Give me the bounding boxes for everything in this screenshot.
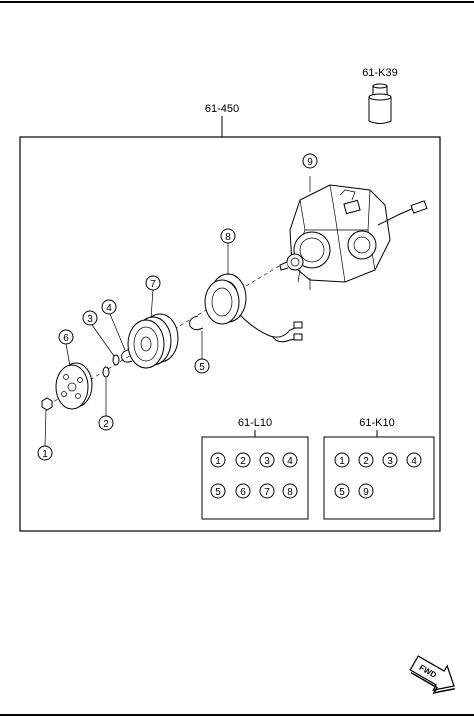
- kit-l10-items: 1 2 3 4 5 6 7 8: [210, 452, 298, 499]
- kit-l10-box: [201, 436, 309, 520]
- callout-4-leader: [109, 313, 126, 351]
- kit-k10-item: [358, 452, 374, 468]
- callout-2: [98, 415, 114, 431]
- kit-l10-item: [235, 483, 251, 499]
- callout-4-number: 4: [106, 303, 112, 314]
- kit-k10-item: [406, 452, 422, 468]
- kit-k10-items: 1 2 3 4 5 9: [334, 452, 422, 499]
- callout-9-number: 9: [307, 157, 313, 168]
- kit-k10-item: [382, 452, 398, 468]
- kit-l10-item: [282, 483, 298, 499]
- callout-7-number: 7: [150, 279, 156, 290]
- kit-k10-item: [334, 483, 350, 499]
- kit-k10-item: [358, 483, 374, 499]
- shim: [112, 354, 120, 366]
- kit-k10-item-number: 3: [387, 456, 393, 467]
- callout-3-leader: [91, 324, 115, 357]
- callout-4: [101, 299, 117, 315]
- callout-6-leader: [65, 343, 71, 367]
- kit-l10-item: [235, 452, 251, 468]
- kit-l10-item-number: 2: [240, 456, 246, 467]
- callout-8-number: 8: [225, 232, 231, 243]
- kit-l10-item-number: 1: [215, 456, 221, 467]
- callout-9: [302, 153, 318, 169]
- kit-k10-box: [323, 436, 435, 520]
- top-part-label: 61-K39: [362, 67, 397, 79]
- kit-l10-label: 61-L10: [238, 417, 272, 429]
- kit-k10-item-number: 5: [339, 487, 345, 498]
- kit-l10-item-number: 3: [264, 456, 270, 467]
- pulley: [127, 313, 179, 369]
- pressure-plate: [55, 362, 93, 410]
- kit-l10-item: [259, 452, 275, 468]
- kit-l10-item: [210, 483, 226, 499]
- callout-6: [58, 329, 74, 345]
- kit-l10-item: [282, 452, 298, 468]
- kit-l10-item-number: 6: [240, 487, 246, 498]
- snap-ring-large: [189, 315, 204, 331]
- callout-8: [220, 228, 236, 244]
- kit-k10-item-number: 1: [339, 456, 345, 467]
- callout-1: [37, 445, 53, 461]
- callout-7: [145, 275, 161, 291]
- kit-k10-label: 61-K10: [359, 417, 394, 429]
- clutch-coil: [204, 273, 303, 343]
- callout-3-number: 3: [87, 314, 93, 325]
- kit-l10-item-number: 4: [287, 456, 293, 467]
- kit-l10-item-number: 7: [264, 487, 270, 498]
- callout-7-leader: [150, 289, 154, 319]
- kit-l10-item: [259, 483, 275, 499]
- container-part-icon: [368, 83, 392, 124]
- callout-6-number: 6: [63, 333, 69, 344]
- kit-l10-item-number: 8: [287, 487, 293, 498]
- kit-k10-item-number: 9: [363, 487, 369, 498]
- spacer: [102, 366, 110, 378]
- callout-2-number: 2: [103, 419, 109, 430]
- kit-k10-item-number: 2: [363, 456, 369, 467]
- kit-l10-item-number: 5: [215, 487, 221, 498]
- snap-ring-small: [121, 349, 133, 363]
- callout-1-leader: [44, 409, 47, 447]
- callout-5: [194, 358, 210, 374]
- kit-k10-item: [334, 452, 350, 468]
- forward-direction-arrow: FWD: [409, 655, 455, 694]
- assembly-label: 61-450: [205, 103, 239, 115]
- compressor-body: [279, 184, 428, 290]
- assembly-frame: [19, 136, 441, 532]
- assembly-axis: [47, 261, 287, 406]
- callout-5-number: 5: [199, 362, 205, 373]
- callout-1-number: 1: [42, 449, 48, 460]
- callout-3: [82, 310, 98, 326]
- center-bolt: [41, 397, 53, 411]
- kit-k10-item-number: 4: [411, 456, 417, 467]
- kit-l10-item: [210, 452, 226, 468]
